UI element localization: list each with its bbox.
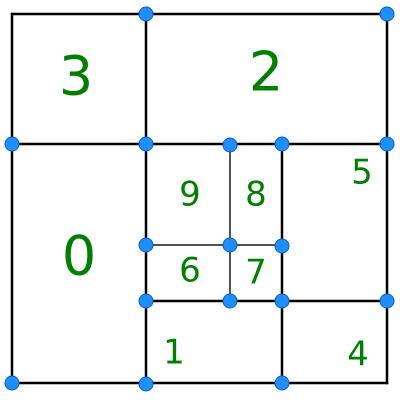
circle-vertex-icon: [274, 136, 290, 152]
circle-vertex-icon: [379, 293, 395, 309]
region-label-7: 7: [245, 253, 267, 293]
circle-vertex-icon: [138, 237, 154, 253]
region-label-0: 0: [62, 225, 96, 288]
vertex-group: [4, 6, 395, 392]
circle-vertex-icon: [4, 375, 20, 391]
circle-vertex-icon: [379, 136, 395, 152]
region-label-4: 4: [347, 335, 369, 375]
circle-vertex-icon: [138, 293, 154, 309]
circle-vertex-icon: [222, 293, 238, 309]
circle-vertex-icon: [138, 136, 154, 152]
region-label-5: 5: [351, 153, 373, 193]
circle-vertex-icon: [138, 376, 154, 392]
circle-vertex-icon: [274, 238, 290, 254]
circle-vertex-icon: [274, 375, 290, 391]
circle-vertex-icon: [379, 6, 395, 22]
region-label-6: 6: [179, 251, 201, 291]
edge-group: [10, 12, 389, 385]
circle-vertex-icon: [4, 136, 20, 152]
circle-vertex-icon: [138, 6, 154, 22]
region-label-8: 8: [245, 175, 267, 215]
region-label-1: 1: [163, 333, 185, 373]
region-label-group: 3 2 0 9 8 5 6 7 1 4: [59, 41, 373, 375]
circle-vertex-icon: [222, 237, 238, 253]
region-label-9: 9: [179, 175, 201, 215]
region-label-3: 3: [59, 45, 93, 108]
region-label-2: 2: [249, 41, 283, 104]
circle-vertex-icon: [274, 293, 290, 309]
circle-vertex-icon: [222, 137, 238, 153]
